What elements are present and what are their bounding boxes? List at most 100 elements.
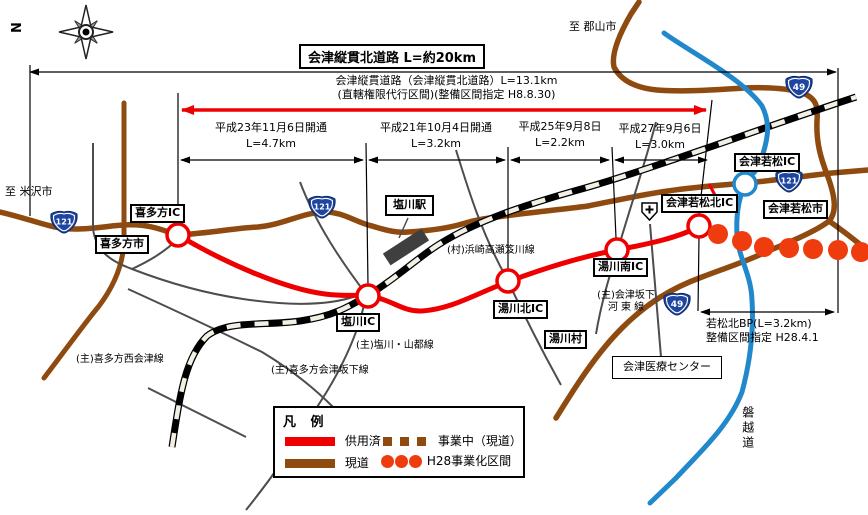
- compass-north-label: N: [9, 22, 25, 33]
- legend-item-open: 供用済: [285, 432, 381, 449]
- route-shield-number: 121: [314, 203, 331, 212]
- legend-swatch-h28: [395, 455, 408, 468]
- label-yugawa-kita-ic: 湯川北IC: [493, 300, 549, 319]
- bp-note-line2: 整備区間指定 H28.4.1: [706, 331, 819, 345]
- segment-2-date: 平成21年10月4日開通: [380, 121, 492, 134]
- h28-section-dot: [708, 224, 728, 244]
- route-shield-49-north: 49: [785, 75, 813, 99]
- hospital-icon: [641, 202, 658, 222]
- label-shiokawa-ic: 塩川IC: [336, 313, 381, 332]
- label-yugawa-minami-ic: 湯川南IC: [593, 258, 649, 277]
- segment-4-length: L=3.0km: [635, 137, 685, 151]
- medical-center-pointer-line: [649, 223, 662, 358]
- segment-1-length: L=4.7km: [246, 136, 296, 150]
- label-to-yonezawa: 至 米沢市: [5, 185, 53, 198]
- h28-section-dots: [708, 224, 868, 262]
- label-yugawa-village: 湯川村: [544, 330, 587, 349]
- compass-rose: [58, 4, 114, 60]
- label-to-koriyama: 至 郡山市: [569, 20, 617, 33]
- label-kitakata-ic: 喜多方IC: [130, 204, 186, 223]
- legend-label-open: 供用済: [344, 434, 381, 448]
- legend-label-existing: 現道: [344, 456, 369, 470]
- route-shield-49-south: 49: [663, 292, 691, 316]
- legend-label-h28: H28事業化区間: [426, 454, 512, 468]
- legend-swatch-h28: [381, 455, 394, 468]
- segment-4-date: 平成27年9月6日: [618, 122, 702, 135]
- label-road-aizubange-kato: (主)会津坂下 河 東 線: [597, 290, 655, 313]
- brown-road-kitakata-south: [41, 100, 127, 381]
- local-road-short-diagonal: [147, 387, 247, 438]
- yugawa-kita-ic-marker: [495, 268, 521, 294]
- dim-vertical-shiokawa: [365, 142, 369, 286]
- legend-swatch-under-construction: [383, 437, 392, 446]
- open-route-red: [175, 223, 718, 314]
- aizuwakamatsu-ic-marker: [732, 171, 758, 197]
- map-title-banner: 会津縦貫北道路 L=約20km: [299, 44, 485, 69]
- route-shield-121-east: 121: [775, 169, 803, 193]
- h28-section-dot: [754, 237, 774, 257]
- label-road-aizubange-kato-line2: 河 東 線: [607, 301, 645, 313]
- segment-label-2: 平成21年10月4日開通 L=3.2km: [351, 120, 521, 152]
- segment-label-1: 平成23年11月6日開通 L=4.7km: [186, 120, 356, 152]
- label-road-kitakata-aizubange: (主)喜多方会津坂下線: [271, 365, 369, 376]
- route-shield-number: 49: [793, 83, 806, 93]
- legend-swatch-existing: [285, 459, 335, 468]
- route-shield-121-west: 121: [50, 210, 78, 234]
- label-road-shiokawa-yamato: (主)塩川・山都線: [356, 340, 434, 351]
- label-banetsu-expressway: 磐越道: [740, 406, 755, 451]
- local-road-west: [92, 143, 357, 305]
- h28-section-dot: [851, 242, 868, 262]
- legend-swatch-h28: [409, 455, 422, 468]
- segment-label-4: 平成27年9月6日 L=3.0km: [575, 121, 745, 153]
- route-shield-121-center: 121: [308, 195, 336, 219]
- banetsu-expressway-line: [647, 30, 770, 506]
- label-shiokawa-station: 塩川駅: [385, 195, 434, 216]
- label-medical-center: 会津医療センター: [612, 356, 722, 379]
- label-road-hamasaki: (村)浜崎高瀬笈川線: [447, 245, 535, 256]
- legend-title: 凡 例: [283, 415, 329, 430]
- label-road-aizubange-kato-line1: (主)会津坂下: [597, 290, 655, 301]
- legend-box: 凡 例 供用済 事業中（現道） 現道 H28事業化区間: [273, 406, 525, 478]
- wakamatsu-kita-bp-note: 若松北BP(L=3.2km) 整備区間指定 H28.4.1: [706, 317, 819, 346]
- segment-1-date: 平成23年11月6日開通: [215, 121, 327, 134]
- h28-section-dot: [779, 238, 799, 258]
- corridor-note-line2: (直轄権限代行区間)(整備区間指定 H8.8.30): [337, 87, 556, 101]
- h28-section-dot: [828, 240, 848, 260]
- label-aizuwakamatsu-kita-ic: 会津若松北IC: [661, 194, 739, 213]
- route49-existing-road: [553, 0, 837, 421]
- railway-line-dashes: [169, 94, 857, 448]
- segment-3-date: 平成25年9月8日: [518, 120, 602, 133]
- route-shield-number: 121: [56, 218, 73, 227]
- segment-3-length: L=2.2km: [535, 135, 585, 149]
- bp-note-line1: 若松北BP(L=3.2km): [706, 317, 812, 330]
- legend-item-h28: H28事業化区間: [381, 452, 511, 469]
- route121-existing-road: [0, 167, 868, 238]
- route-shields: 121 121 121 49 49: [50, 75, 813, 316]
- legend-swatch-under-construction: [417, 437, 426, 446]
- route-shield-number: 121: [781, 177, 798, 186]
- legend-swatch-open: [285, 437, 335, 446]
- legend-item-under-construction: 事業中（現道）: [383, 432, 522, 449]
- dim-vertical-yugawaminami: [611, 146, 617, 239]
- h28-section-dot: [803, 239, 823, 259]
- station-pointer-line: [398, 217, 409, 239]
- shiokawa-ic-marker: [355, 283, 381, 309]
- label-kitakata-city: 喜多方市: [95, 235, 149, 254]
- kitakata-ic-marker: [165, 222, 191, 248]
- shiokawa-station-platform: [382, 228, 430, 266]
- label-road-kitakata-nishiaizu: (主)喜多方西会津線: [76, 354, 164, 365]
- legend-swatch-under-construction: [400, 437, 409, 446]
- route-shield-number: 49: [671, 300, 684, 310]
- label-aizuwakamatsu-city: 会津若松市: [763, 200, 828, 219]
- corridor-note-line1: 会津縦貫道路（会津縦貫北道路）L=13.1km: [335, 74, 558, 87]
- segment-2-length: L=3.2km: [411, 136, 461, 150]
- legend-label-under-construction: 事業中（現道）: [437, 434, 522, 448]
- dim-vertical-bp-left: [697, 236, 700, 312]
- corridor-note: 会津縦貫道路（会津縦貫北道路）L=13.1km (直轄権限代行区間)(整備区間指…: [274, 74, 619, 102]
- local-road-kitakata-aizubange: [127, 288, 334, 408]
- h28-section-dot: [732, 231, 752, 251]
- label-aizuwakamatsu-ic: 会津若松IC: [734, 153, 801, 172]
- aizuwakamatsu-kita-ic-marker: [686, 213, 712, 239]
